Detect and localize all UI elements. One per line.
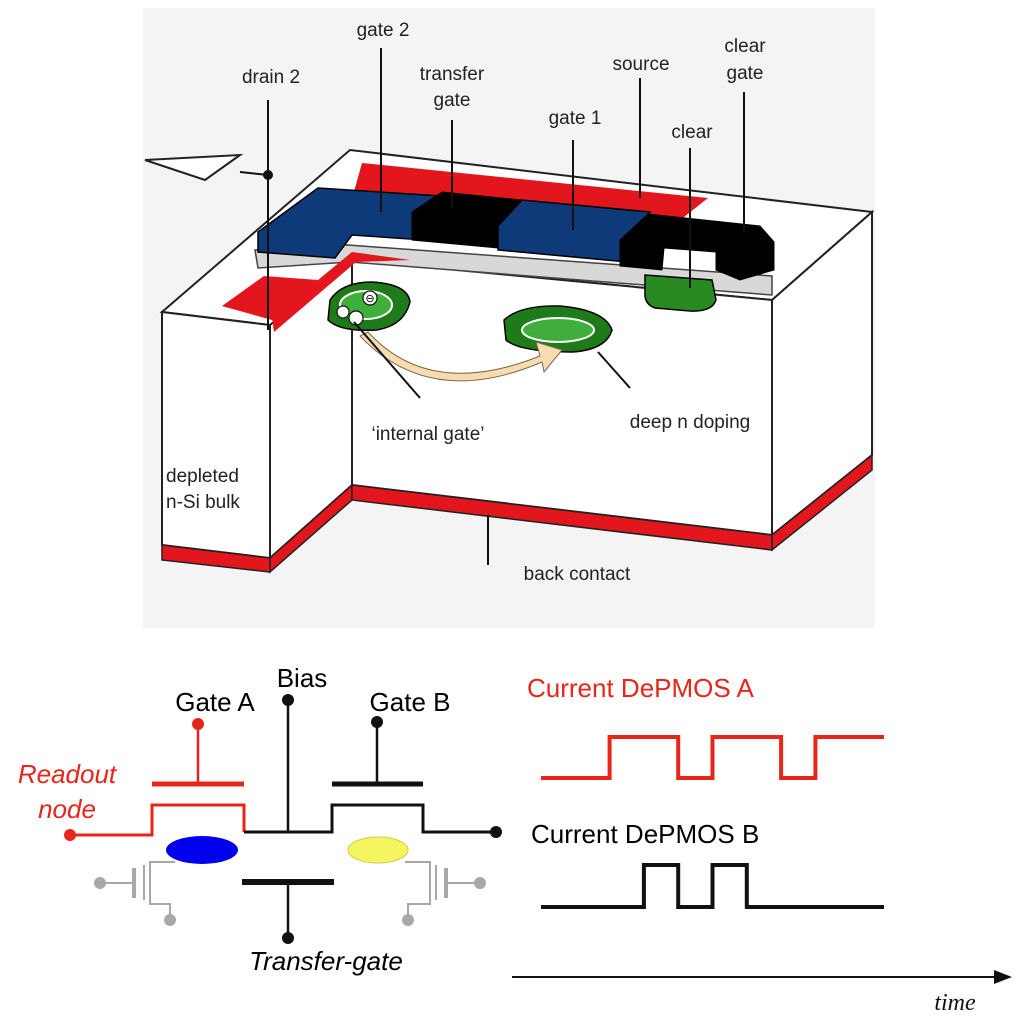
label-internal-gate: ‘internal gate’ xyxy=(371,424,484,445)
current-a-waveform xyxy=(541,735,884,780)
label-clear: clear xyxy=(671,122,713,143)
back-contact-layer-right xyxy=(771,453,873,552)
label-bias: Bias xyxy=(277,663,328,693)
clear-transistor-right xyxy=(405,861,480,920)
channel-wire xyxy=(244,803,496,834)
electron-icon-3 xyxy=(336,305,350,319)
label-transfer-gate-line1: transfer xyxy=(420,64,485,85)
label-clear-gate-line2: gate xyxy=(727,63,764,84)
transfer-gate-terminal xyxy=(282,932,294,944)
leader-lines xyxy=(239,48,745,565)
label-clear-gate-line1: clear xyxy=(724,36,766,57)
electron-icon-1 xyxy=(362,290,378,306)
clear-right-source-terminal xyxy=(402,914,414,926)
clear-transistor-left xyxy=(100,861,175,920)
deep-n-doping-inner xyxy=(521,317,595,343)
gate-b-terminal xyxy=(371,716,383,728)
timing-diagram: Current DePMOS A Current DePMOS B time xyxy=(512,673,1012,1016)
label-bulk-line1: depleted xyxy=(166,466,239,487)
label-transfer-gate: Transfer-gate xyxy=(249,946,403,976)
gate-a-terminal xyxy=(192,718,204,730)
label-drain2: drain 2 xyxy=(242,67,300,88)
amplifier-icon xyxy=(144,153,244,182)
clear-right-gate-terminal xyxy=(474,877,486,889)
label-current-b: Current DePMOS B xyxy=(531,819,759,849)
device-illustration: ⊖ xyxy=(144,20,875,585)
label-deep-n-doping: deep n doping xyxy=(630,412,750,433)
label-gate-a: Gate A xyxy=(175,687,255,717)
label-time: time xyxy=(934,990,976,1016)
label-readout-line1: Readout xyxy=(18,759,118,789)
label-readout-line2: node xyxy=(38,794,96,824)
clear-gate-electrode xyxy=(619,213,775,281)
clear-implant xyxy=(644,274,717,312)
label-source: source xyxy=(612,54,669,75)
label-bulk-line2: n-Si bulk xyxy=(166,492,240,513)
readout-wire xyxy=(70,803,246,837)
schematic: Gate A Bias Gate B Readout node Transfer… xyxy=(18,663,502,976)
readout-node-terminal xyxy=(64,829,76,841)
label-current-a: Current DePMOS A xyxy=(527,673,755,703)
clear-left-gate-terminal xyxy=(94,877,106,889)
time-axis-arrowhead xyxy=(994,970,1012,984)
bias-terminal xyxy=(282,694,294,706)
clear-left-source-terminal xyxy=(164,914,176,926)
label-transfer-gate-line2: gate xyxy=(434,90,471,111)
drain2-implant-cut xyxy=(272,252,410,332)
label-gate1: gate 1 xyxy=(549,108,602,129)
current-b-waveform xyxy=(541,863,884,909)
output-terminal xyxy=(490,826,502,838)
label-gate-b: Gate B xyxy=(370,687,451,717)
electron-sign-1: ⊖ xyxy=(365,293,374,305)
internal-gate-a xyxy=(166,836,238,864)
label-gate2: gate 2 xyxy=(357,20,410,41)
drain2-node xyxy=(263,170,273,180)
substrate-left-face xyxy=(161,310,271,560)
drain2-implant xyxy=(222,276,318,320)
charge-transfer-arrow xyxy=(359,331,563,382)
internal-gate-b xyxy=(347,836,409,864)
label-back-contact: back contact xyxy=(524,564,631,585)
